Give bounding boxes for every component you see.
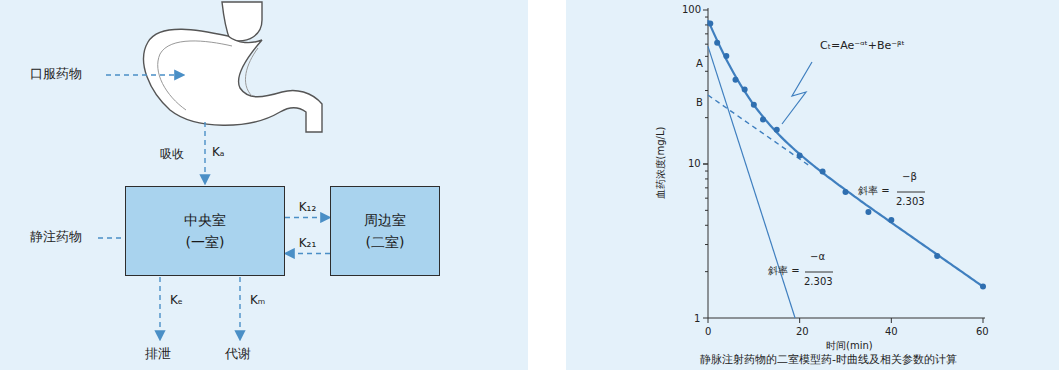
chart-label: 20 [796,326,809,337]
chart-label: 2.303 [804,276,833,287]
compartment-name: 周边室 (二室) [354,209,417,254]
chart-label: 10 [688,158,701,169]
data-point [760,117,766,123]
chart-label: Cₜ=Ae⁻ᵅᵗ+Be⁻ᵝᵗ [820,40,905,52]
chart-label: 2.303 [896,196,925,207]
chart-label: −α [810,251,825,262]
data-point [843,189,849,195]
flow-label: 代谢 [225,347,251,361]
flow-label: 排泄 [145,347,171,361]
alpha-line [708,46,795,318]
chart-label: 0 [705,326,711,337]
chart-caption: 静脉注射药物的二室模型药-时曲线及相关参数的计算 [700,354,957,366]
data-point [723,53,729,59]
flow-label: 吸收 [160,148,184,161]
data-point [707,20,713,26]
data-point [980,284,986,290]
flow-label: 静注药物 [30,230,82,244]
compartment-box: 周边室 (二室) [330,186,440,276]
transfer-arrow [285,253,330,254]
data-point [742,86,748,92]
chart-label: 40 [885,326,898,337]
compartment-box: 中央室 (一室) [125,186,285,276]
data-point [751,102,757,108]
chart-label: A [696,58,703,69]
compartment-name: 中央室 (一室) [174,209,237,254]
chart-label: −β [902,171,917,182]
data-point [733,77,739,83]
rate-constant: K₂₁ [299,237,317,250]
flow-label: Kₘ [250,294,265,307]
chart-label: 时间(min) [826,340,873,351]
beta-extrapolation [708,95,809,165]
concentration-curve [708,20,983,287]
data-point [797,152,803,158]
chart-label: 斜率 = [768,265,800,276]
flow-label: Kₐ [212,146,225,159]
chart-label: 血药浓度(mg/L) [655,127,666,200]
data-point [865,209,871,215]
chart-label: 100 [682,4,701,15]
flow-label: Kₑ [170,294,183,307]
data-point [820,168,826,174]
chart-label: 60 [976,326,989,337]
left-panel [0,0,528,370]
stomach-illustration [144,2,322,132]
data-point [934,253,940,259]
data-point [714,40,720,46]
data-point [774,127,780,133]
right-panel [566,0,1059,370]
chart-axes [708,8,985,318]
chart-label: 斜率 = [858,185,890,196]
flow-label: 口服药物 [30,67,82,81]
rate-constant: K₁₂ [299,201,317,214]
transfer-arrow [285,217,330,218]
chart-label: 1 [694,313,700,324]
chart-label: B [696,97,703,108]
data-point [888,217,894,223]
